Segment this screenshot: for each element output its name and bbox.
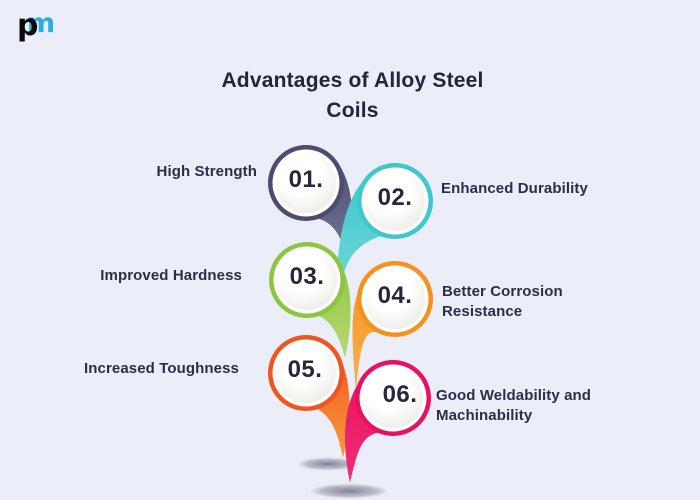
page-title-line2: Coils [326, 99, 379, 122]
circle-step-5 [268, 335, 344, 411]
step-number-3: 03. [289, 263, 325, 290]
step-number-2: 02. [377, 184, 413, 211]
step-label-improved-hardness: Improved Hardness [100, 267, 242, 284]
page-title: Advantages of Alloy Steel Coils [135, 66, 570, 126]
circle-step-6 [355, 360, 431, 436]
page-title-line1: Advantages of Alloy Steel [221, 69, 484, 92]
logo-letter-m: m [27, 8, 55, 39]
step-number-1: 01. [288, 166, 324, 193]
step-label-increased-toughness: Increased Toughness [84, 360, 239, 377]
step-number-5: 05. [287, 356, 323, 383]
step-label-high-strength: High Strength [156, 163, 257, 180]
step-label-corrosion-resistance: Better Corrosion Resistance [442, 283, 563, 320]
circle-step-4 [357, 261, 433, 337]
step-label-enhanced-durability: Enhanced Durability [441, 180, 588, 197]
circle-step-1 [268, 145, 344, 221]
circle-step-3 [269, 242, 345, 318]
step-number-4: 04. [377, 282, 413, 309]
step-number-6: 06. [382, 381, 418, 408]
ground-shadow-lower [310, 483, 388, 499]
brand-logo-icon: m p [17, 8, 55, 43]
logo-letter-p: p [17, 8, 38, 43]
step-label-weldability: Good Weldability and Machinability [436, 387, 592, 424]
circle-step-2 [357, 163, 433, 239]
ground-shadow-upper [297, 457, 359, 471]
